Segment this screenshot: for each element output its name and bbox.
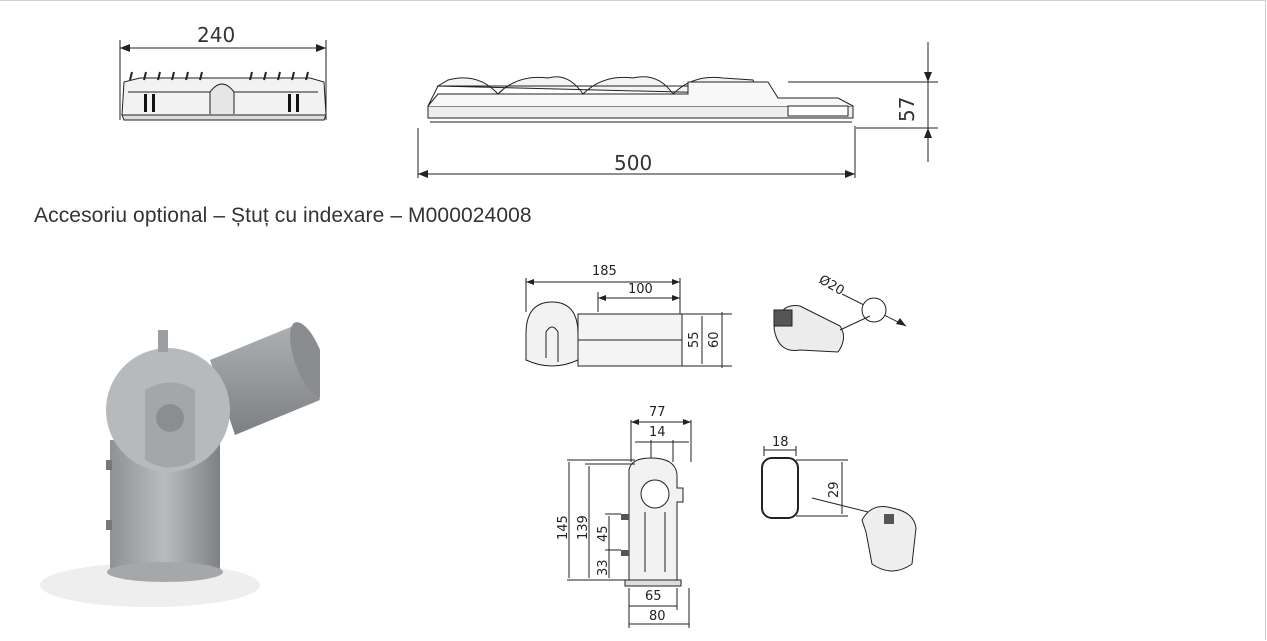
front-top-14: 14	[649, 425, 666, 440]
base-inner-65: 65	[645, 589, 662, 604]
photo-bracket-illustration	[40, 322, 320, 607]
base-outer-80: 80	[649, 609, 666, 624]
section-height-29: 29	[827, 481, 842, 498]
tube-length-dimension: 100	[628, 282, 653, 297]
accessory-caption: Accesoriu optional – Ștuț cu indexare – …	[34, 204, 532, 227]
front-width-dimension: 240	[197, 23, 235, 47]
side-length-dimension: 500	[614, 151, 652, 175]
bracket-front-drawing: 77 14 145 139 45 33 65 80	[556, 405, 692, 628]
side-height-dimension: 57	[895, 97, 919, 122]
luminaire-front-drawing: 240	[119, 23, 327, 121]
front-height-145: 145	[556, 515, 571, 540]
hole-base-33: 33	[596, 559, 611, 576]
diameter-dimension: Ø20	[816, 272, 847, 298]
hole-spacing-45: 45	[596, 525, 611, 542]
bracket-section-drawing: 18 29	[761, 435, 917, 572]
front-width-77: 77	[649, 405, 666, 420]
front-height-139: 139	[576, 515, 591, 540]
luminaire-side-drawing: 500 57	[417, 42, 938, 178]
tube-outer-dimension: 60	[707, 331, 722, 348]
bracket-side-drawing: 185 100 55 60	[525, 264, 732, 368]
tube-inner-dimension: 55	[687, 331, 702, 348]
section-width-18: 18	[772, 435, 789, 450]
overall-length-dimension: 185	[592, 264, 617, 279]
bracket-iso-drawing: Ø20	[773, 272, 907, 353]
